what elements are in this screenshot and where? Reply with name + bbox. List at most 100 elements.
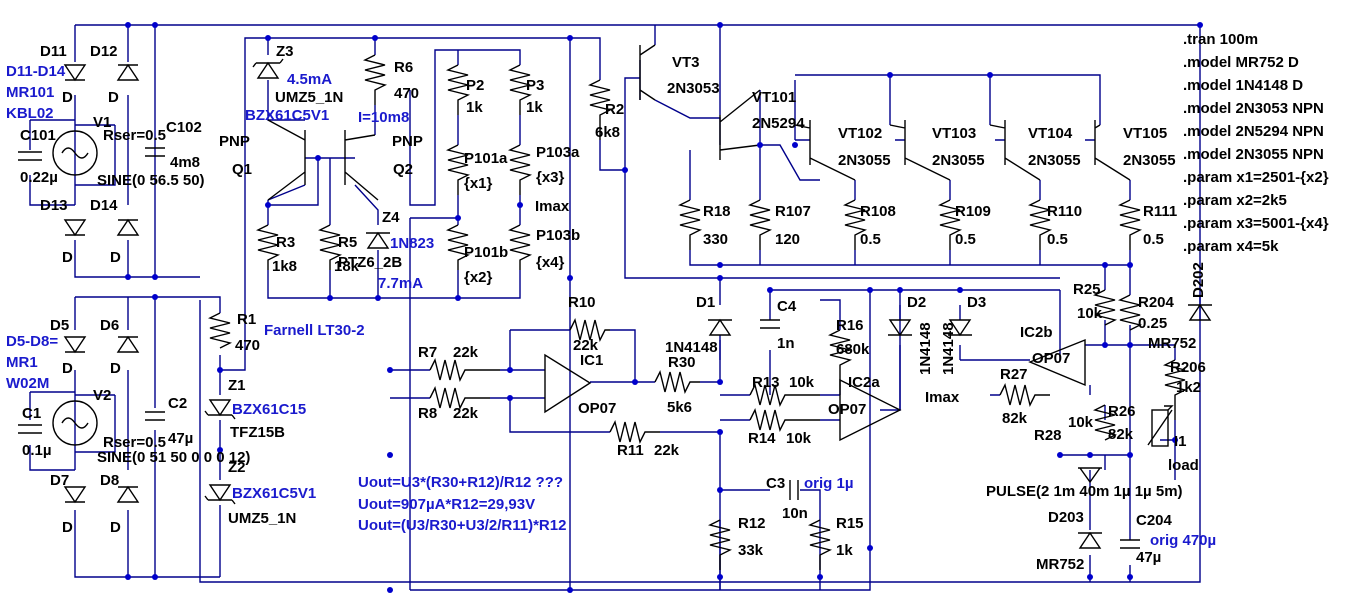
value-2n3055: 2N3055 (1028, 152, 1081, 169)
directive-line: .model 1N4148 D (1183, 77, 1303, 94)
value-r30: 5k6 (667, 399, 692, 416)
value-c4: 1n (777, 335, 795, 352)
label-rser2: Rser=0.5 (103, 434, 166, 451)
label-d7: D7 (50, 472, 69, 489)
label-mr1: MR1 (6, 354, 38, 371)
label-p101a: P101a (464, 150, 508, 167)
value-r2: 6k8 (595, 124, 620, 141)
label-d6: D6 (100, 317, 119, 334)
value-r11: 22k (654, 442, 680, 459)
value-r108: 0.5 (860, 231, 881, 248)
label-r8: R8 (418, 405, 437, 422)
label-bzx15: BZX61C15 (232, 401, 306, 418)
label-p103b: P103b (536, 227, 580, 244)
label-d-model: D (110, 249, 121, 266)
directive-line: .param x2=2k5 (1183, 192, 1287, 209)
label-i1: I1 (1174, 433, 1187, 450)
label-r13: R13 (752, 374, 780, 391)
value-r111: 0.5 (1143, 231, 1164, 248)
value-2n3053: 2N3053 (667, 80, 720, 97)
label-r27: R27 (1000, 366, 1028, 383)
value-r3: 1k8 (272, 258, 297, 275)
label-d3: D3 (967, 294, 986, 311)
label-r3: R3 (276, 234, 295, 251)
label-r14: R14 (748, 430, 776, 447)
label-d-model: D (62, 360, 73, 377)
equation-2: Uout=907µA*R12=29,93V (358, 496, 535, 513)
label-umz2: UMZ5_1N (228, 510, 296, 527)
value-x2: {x2} (464, 269, 493, 286)
value-r26: 82k (1108, 426, 1134, 443)
label-c102: C102 (166, 119, 202, 136)
label-d-model: D (62, 249, 73, 266)
value-i77: 7.7mA (378, 275, 423, 292)
label-vt103: VT103 (932, 125, 976, 142)
value-r14: 10k (786, 430, 812, 447)
label-ic2b: IC2b (1020, 324, 1053, 341)
label-vt104: VT104 (1028, 125, 1073, 142)
label-vt101: VT101 (752, 89, 796, 106)
value-1n4148: 1N4148 (665, 339, 718, 356)
directive-line: .model MR752 D (1183, 54, 1299, 71)
label-z4: Z4 (382, 209, 400, 226)
label-z1: Z1 (228, 377, 246, 394)
label-p3: P3 (526, 77, 544, 94)
value-p2: 1k (466, 99, 483, 116)
label-r5: R5 (338, 234, 357, 251)
label-d203: D203 (1048, 509, 1084, 526)
directive-line: .model 2N3055 NPN (1183, 146, 1324, 163)
label-d-model: D (108, 89, 119, 106)
label-d-model: D (62, 519, 73, 536)
label-d13: D13 (40, 197, 68, 214)
value-r5: 18k (334, 258, 360, 275)
label-r109: R109 (955, 203, 991, 220)
value-r13: 10k (789, 374, 815, 391)
label-r2: R2 (605, 101, 624, 118)
value-i10: I=10m8 (358, 109, 409, 126)
value-load: load (1168, 457, 1199, 474)
label-rser1: Rser=0.5 (103, 127, 166, 144)
label-r110: R110 (1047, 203, 1082, 220)
value-r6: 470 (394, 85, 419, 102)
label-c204: C204 (1136, 512, 1173, 529)
label-pulse: PULSE(2 1m 40m 1µ 1µ 5m) (986, 483, 1183, 500)
label-pnp2: PNP (392, 133, 423, 150)
label-r25: R25 (1073, 281, 1101, 298)
label-d5-d8: D5-D8= (6, 333, 58, 350)
value-orig470: orig 470µ (1150, 532, 1216, 549)
label-z3: Z3 (276, 43, 294, 60)
directive-line: .param x1=2501-{x2} (1183, 169, 1329, 186)
label-pnp1: PNP (219, 133, 250, 150)
value-2n3055: 2N3055 (838, 152, 891, 169)
label-c1: C1 (22, 405, 41, 422)
label-r18: R18 (703, 203, 731, 220)
label-d1: D1 (696, 294, 715, 311)
equation-3: Uout=(U3/R30+U3/2/R11)*R12 (358, 517, 566, 534)
value-op07-ic2b: OP07 (1032, 350, 1070, 367)
label-kbl02: KBL02 (6, 105, 54, 122)
label-c2: C2 (168, 395, 187, 412)
value-x3: {x3} (536, 169, 565, 186)
value-orig1: orig 1µ (804, 475, 853, 492)
directive-line: .model 2N5294 NPN (1183, 123, 1324, 140)
value-1n4148-d2: 1N4148 (917, 322, 934, 375)
value-p3: 1k (526, 99, 543, 116)
label-1n823: 1N823 (390, 235, 434, 252)
value-r109: 0.5 (955, 231, 976, 248)
label-ptz: PTZ6_2B (338, 254, 402, 271)
label-r6: R6 (394, 59, 413, 76)
label-d11-d14: D11-D14 (6, 63, 66, 80)
label-r10: R10 (568, 294, 596, 311)
label-d2: D2 (907, 294, 926, 311)
label-p101b: P101b (464, 244, 508, 261)
value-c101: 0.22µ (20, 169, 58, 186)
value-r27: 82k (1002, 410, 1028, 427)
label-r7: R7 (418, 344, 437, 361)
value-2n3055: 2N3055 (932, 152, 985, 169)
label-d-model: D (110, 519, 121, 536)
value-1n4148-d3: 1N4148 (940, 322, 957, 375)
label-d12: D12 (90, 43, 118, 60)
junction-dots (125, 22, 1203, 593)
value-r204: 0.25 (1138, 315, 1167, 332)
label-w02m: W02M (6, 375, 49, 392)
